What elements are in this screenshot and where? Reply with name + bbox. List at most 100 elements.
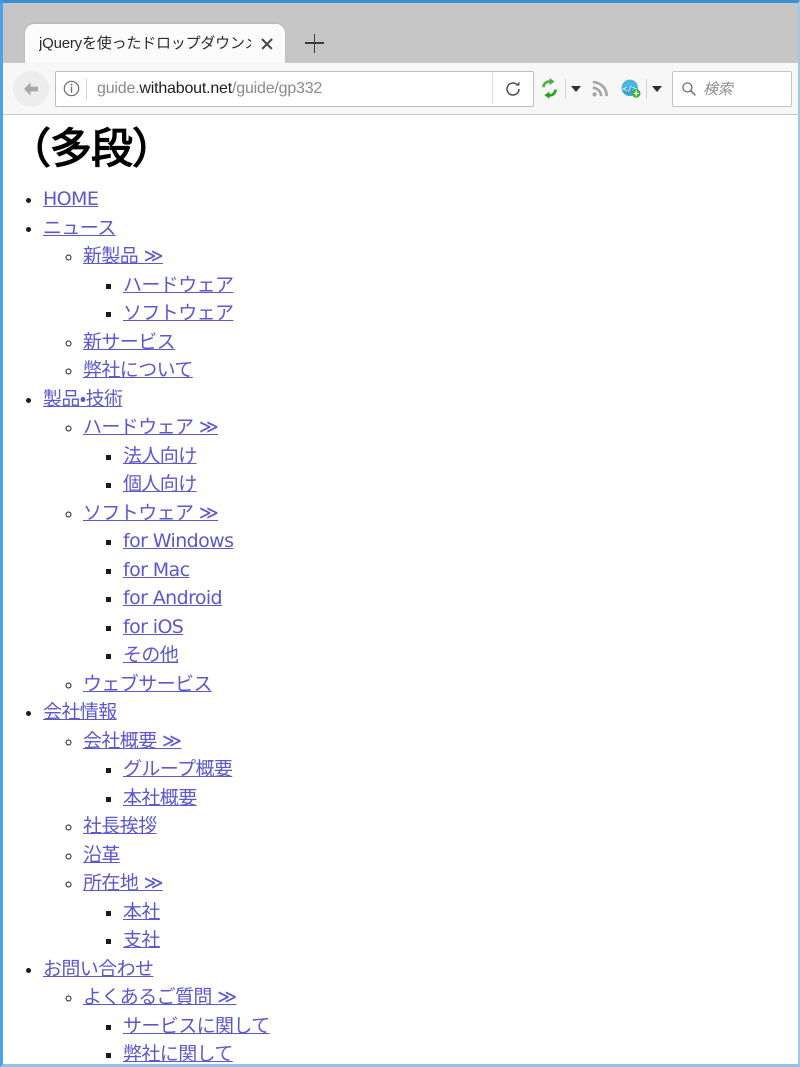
menu-item-link[interactable]: 支社 bbox=[123, 929, 160, 952]
menu-item-link[interactable]: for iOS bbox=[123, 615, 184, 638]
menu-item-link[interactable]: サービスに関して bbox=[123, 1014, 270, 1037]
menu-item: ハードウェア ≫ 法人向け個人向け bbox=[83, 416, 798, 502]
menu-item-link[interactable]: 会社情報 bbox=[43, 701, 117, 724]
url-text[interactable]: guide.withabout.net/guide/gp332 bbox=[87, 80, 492, 98]
menu-item: 製品・技術ハードウェア ≫ 法人向け個人向けソフトウェア ≫ for Windows… bbox=[43, 388, 798, 702]
menu-item-link[interactable]: for Mac bbox=[123, 558, 190, 581]
menu-item-link[interactable]: 沿革 bbox=[83, 843, 120, 866]
menu-item-link[interactable]: グループ概要 bbox=[123, 758, 233, 781]
menu-item-link[interactable]: HOME bbox=[43, 188, 99, 211]
submenu-list-level-2: 法人向け個人向け bbox=[83, 445, 798, 502]
navigation-toolbar: guide.withabout.net/guide/gp332 bbox=[3, 63, 798, 115]
menu-item-link[interactable]: for Windows bbox=[123, 530, 234, 553]
menu-item: 新製品 ≫ ハードウェアソフトウェア bbox=[83, 245, 798, 331]
menu-item: ハードウェア bbox=[123, 274, 798, 303]
new-tab-icon[interactable] bbox=[299, 26, 329, 60]
submenu-list-level-2: for Windows for Mac for Android for iOS その他 bbox=[83, 530, 798, 673]
menu-item: for Mac bbox=[123, 559, 798, 588]
submenu-list-level-1: よくあるご質問 ≫サービスに関して弊社に関してその他お問い合わせ先 ≫大阪本社支… bbox=[43, 986, 798, 1064]
menu-item: グループ概要 bbox=[123, 758, 798, 787]
tab-strip: jQueryを使ったドロップダウンメニュー( bbox=[3, 3, 798, 63]
submenu-list-level-2: グループ概要本社概要 bbox=[83, 758, 798, 815]
menu-item-link[interactable]: 個人向け bbox=[123, 473, 197, 496]
menu-item: 弊社に関して bbox=[123, 1043, 798, 1064]
close-icon[interactable] bbox=[255, 32, 279, 56]
menu-item: 法人向け bbox=[123, 445, 798, 474]
tab-title: jQueryを使ったドロップダウンメニュー( bbox=[39, 35, 251, 52]
chevron-down-icon[interactable] bbox=[648, 73, 666, 105]
menu-item-link[interactable]: ウェブサービス bbox=[83, 672, 212, 695]
menu-item-link[interactable]: 社長挨拶 bbox=[83, 815, 157, 838]
menu-item: サービスに関して bbox=[123, 1015, 798, 1044]
svg-text:</>: </> bbox=[622, 83, 637, 93]
web-developer-icon[interactable]: </> bbox=[615, 73, 645, 105]
menu-item: 弊社について bbox=[83, 359, 798, 388]
submenu-list-level-1: 新製品 ≫ハードウェアソフトウェア新サービス弊社について bbox=[43, 245, 798, 388]
menu-item-link[interactable]: ハードウェア ≫ bbox=[83, 416, 219, 439]
menu-item: 本社概要 bbox=[123, 787, 798, 816]
menu-item: 沿革 bbox=[83, 844, 798, 873]
search-input[interactable]: 検索 bbox=[672, 70, 792, 107]
url-prefix: guide. bbox=[97, 79, 140, 97]
submenu-list-level-1: ハードウェア ≫ 法人向け個人向けソフトウェア ≫ for Windows for M… bbox=[43, 416, 798, 701]
url-divider bbox=[86, 77, 87, 100]
submenu-list-level-2: ハードウェアソフトウェア bbox=[83, 274, 798, 331]
reload-icon[interactable] bbox=[492, 72, 533, 105]
menu-item: 社長挨拶 bbox=[83, 815, 798, 844]
menu-item: for Android bbox=[123, 587, 798, 616]
menu-item: 個人向け bbox=[123, 473, 798, 502]
menu-item-link[interactable]: ソフトウェア ≫ bbox=[83, 501, 219, 524]
menu-item-link[interactable]: ニュース bbox=[43, 216, 116, 239]
menu-item-link[interactable]: 法人向け bbox=[123, 444, 197, 467]
menu-item: その他 bbox=[123, 644, 798, 673]
menu-item: 支社 bbox=[123, 929, 798, 958]
menu-item: ウェブサービス bbox=[83, 673, 798, 702]
menu-item-link[interactable]: 所在地 ≫ bbox=[83, 872, 164, 895]
submenu-list-level-1: 会社概要 ≫グループ概要本社概要社長挨拶沿革所在地 ≫本社支社 bbox=[43, 730, 798, 958]
menu-item-link[interactable]: for Android bbox=[123, 587, 223, 610]
menu-item-link[interactable]: よくあるご質問 ≫ bbox=[83, 986, 237, 1009]
browser-tab[interactable]: jQueryを使ったドロップダウンメニュー( bbox=[25, 24, 285, 63]
menu-item: 新サービス bbox=[83, 331, 798, 360]
menu-item: for Windows bbox=[123, 530, 798, 559]
page-title: （多段） bbox=[9, 124, 174, 173]
menu-item-link[interactable]: 弊社に関して bbox=[123, 1043, 233, 1064]
back-arrow-icon[interactable] bbox=[13, 70, 49, 107]
menu-item-link[interactable]: その他 bbox=[123, 644, 179, 667]
menu-item: 会社概要 ≫ グループ概要本社概要 bbox=[83, 730, 798, 816]
url-domain: withabout.net bbox=[139, 79, 232, 97]
menu-item-link[interactable]: 会社概要 ≫ bbox=[83, 729, 182, 752]
menu-item-link[interactable]: お問い合わせ bbox=[43, 957, 154, 980]
menu-item: HOME bbox=[43, 188, 798, 217]
menu-item-link[interactable]: 新サービス bbox=[83, 330, 176, 353]
url-suffix: /guide/gp332 bbox=[232, 79, 323, 97]
toolbar-divider bbox=[565, 78, 566, 99]
menu-item: 会社情報会社概要 ≫グループ概要本社概要社長挨拶沿革所在地 ≫本社支社 bbox=[43, 701, 798, 958]
menu-item: 所在地 ≫ 本社支社 bbox=[83, 872, 798, 958]
search-icon bbox=[681, 81, 697, 97]
menu-item-link[interactable]: ソフトウェア bbox=[123, 302, 234, 325]
evernote-clipper-icon[interactable] bbox=[534, 73, 564, 105]
menu-item-link[interactable]: 弊社について bbox=[83, 359, 193, 382]
submenu-list-level-2: サービスに関して弊社に関してその他 bbox=[83, 1015, 798, 1064]
menu-item: 本社 bbox=[123, 901, 798, 930]
info-circle-icon[interactable] bbox=[56, 73, 86, 105]
menu-item-link[interactable]: 製品・技術 bbox=[43, 387, 123, 410]
menu-item: よくあるご質問 ≫ サービスに関して弊社に関してその他 bbox=[83, 986, 798, 1064]
toolbar-divider bbox=[646, 78, 647, 99]
chevron-down-icon[interactable] bbox=[567, 73, 585, 105]
menu-item: ニュース新製品 ≫ハードウェアソフトウェア新サービス弊社について bbox=[43, 217, 798, 388]
url-bar[interactable]: guide.withabout.net/guide/gp332 bbox=[55, 70, 534, 107]
search-placeholder: 検索 bbox=[703, 81, 733, 98]
menu-item: ソフトウェア bbox=[123, 302, 798, 331]
rss-feed-icon[interactable] bbox=[585, 73, 615, 105]
menu-item-link[interactable]: 本社概要 bbox=[123, 786, 197, 809]
menu-item-link[interactable]: 本社 bbox=[123, 900, 160, 923]
menu-item-link[interactable]: ハードウェア bbox=[123, 273, 234, 296]
menu-item-link[interactable]: 新製品 ≫ bbox=[83, 245, 164, 268]
